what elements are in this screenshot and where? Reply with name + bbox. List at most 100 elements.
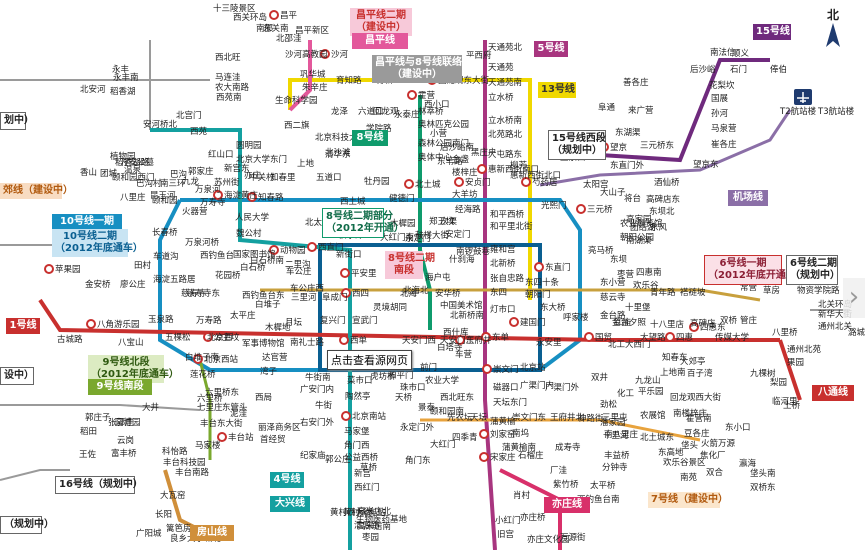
west-plan-bottom-label: （规划中） [0, 516, 54, 534]
station-label-s313: 学院路 [366, 123, 392, 134]
station-label-s243: 朝阳公园 [620, 233, 654, 243]
station-label-s247: 大山子 [600, 187, 626, 198]
west-plan-mid-label: 设中） [0, 367, 34, 385]
station-label-s256: 双合 [706, 467, 724, 478]
station-label-s096: 西单 [350, 335, 368, 346]
interchange-marker-s028 [404, 179, 414, 189]
station-label-s206: 右安门外 [300, 417, 335, 428]
station-label-s329: 次渠 [440, 216, 458, 227]
station-label-s139: 稻香湖路 [115, 157, 150, 168]
line7-label: 7号线（建设中） [648, 492, 728, 508]
station-label-s105: 中关村 [249, 172, 275, 183]
station-label-s287: 酒仙桥 [654, 177, 680, 188]
station-label-s035: 东直门 [545, 262, 571, 273]
station-label-s381: 新宫东 [224, 163, 250, 174]
station-label-s192: 莲花桥 [190, 369, 216, 380]
station-label-s359: 东小口 [725, 422, 751, 433]
station-label-s148: 车公庄 [286, 266, 312, 277]
compass: 北 [824, 6, 842, 53]
station-label-s031: 芍药居 [532, 177, 558, 188]
interchange-marker-s023 [247, 192, 257, 202]
interchange-marker-s059 [481, 332, 491, 342]
station-label-s016: 回龙观东大街 [438, 75, 490, 86]
station-label-s170: 天桥 [395, 392, 413, 403]
station-label-s207: 景泰 [418, 402, 436, 413]
interchange-marker-s015 [407, 90, 417, 100]
station-label-s132: 知春里 [270, 172, 296, 183]
interchange-marker-s035 [534, 262, 544, 272]
line4-track [150, 128, 352, 550]
line8-track [418, 95, 432, 330]
station-label-s147: 团城 [100, 169, 118, 179]
line9-north-label: 9号线北段（2012年底通车） [88, 355, 179, 383]
station-label-s131: 苏州街 [214, 177, 240, 188]
station-label-s370: 天坛 [470, 412, 488, 423]
station-label-s230: 十里堡 [625, 302, 651, 313]
station-label-s368: 王府井北 [550, 412, 585, 423]
station-label-s360: 霍营南 [686, 413, 712, 424]
station-label-s288: 高碑店东 [646, 194, 680, 205]
station-label-s113: 平安里 [351, 268, 377, 279]
station-label-s311: 北京科技大学 [315, 132, 367, 143]
station-label-s268: 亦庄文化园 [527, 534, 570, 545]
line1-track [38, 298, 780, 342]
interchange-marker-s111 [307, 242, 317, 252]
station-label-s302: 园博园 [115, 417, 141, 428]
interchange-marker-s009 [320, 49, 330, 59]
station-label-s199: 七里庄 [197, 402, 223, 413]
station-label-s371: 先农坛 [447, 412, 473, 423]
station-label-s130: 巴沟 [170, 169, 187, 180]
station-label-s254: 化工 [617, 388, 635, 399]
station-label-s164: 什刹海 [449, 254, 475, 265]
station-label-s005: 北邵洼 [276, 33, 302, 44]
next-arrow-icon[interactable]: › [843, 278, 865, 318]
station-label-s049: 北苑路北 [488, 129, 523, 140]
station-label-s262: 九龙山 [635, 375, 661, 386]
station-label-s055: 北新桥 [490, 258, 516, 269]
station-label-s083: 土桥 [783, 400, 801, 411]
station-label-s001: 十三陵景区 [213, 3, 256, 14]
station-label-s168: 前门 [420, 362, 437, 373]
station-label-s239: 通州北关 [818, 321, 853, 332]
station-label-s166: 北海北 [403, 285, 429, 296]
station-label-s318: 林萃桥 [418, 106, 444, 117]
station-label-s046: 天通苑南 [488, 77, 522, 88]
station-label-s102: 西苑 [190, 126, 208, 137]
station-label-s015: 霍营 [418, 90, 435, 101]
station-label-s097: 天安门西 [402, 335, 436, 346]
station-label-s183: 大红门 [430, 439, 456, 450]
station-label-s348: 西钓鱼台南 [577, 494, 620, 505]
station-label-s145: 万安公墓 [120, 157, 155, 168]
station-label-s122: 公益西桥 [344, 452, 379, 463]
daxing-label: 大兴线 [270, 496, 310, 512]
station-label-s317: 森林公园南门 [418, 138, 469, 149]
station-label-s257: 垡头 [681, 440, 699, 451]
station-label-s205: 牛街 [315, 400, 333, 411]
station-label-s089: 五棵松 [165, 332, 191, 343]
station-label-s203: 达官营 [262, 352, 288, 363]
station-label-s193: 白堆子南 [185, 352, 219, 363]
station-label-s167: 中国美术馆 [440, 300, 483, 311]
station-label-s293: 十八里店 [650, 319, 685, 330]
station-label-s118: 陶然亭 [345, 391, 371, 402]
station-label-s150: 白石桥南 [250, 255, 284, 266]
station-label-s073: 高碑店 [690, 318, 716, 329]
interchange-marker-s099 [455, 335, 465, 345]
station-label-s165: 南锣鼓巷 [456, 246, 491, 257]
station-label-s195: 丰台科技园 [163, 457, 206, 468]
changping-link-label: 昌平线与8号线联络线（建设中） [372, 55, 472, 83]
interchange-marker-s201 [193, 354, 203, 364]
station-label-s050: 大屯路东 [488, 149, 522, 160]
station-label-s347: 紫竹桥 [553, 479, 579, 490]
station-label-s116: 宣武门 [352, 315, 378, 326]
station-label-s212: 稻香湖 [110, 86, 136, 97]
line16-label: 16号线（规划中） [55, 476, 143, 494]
station-label-s068: 永安里 [536, 337, 562, 348]
station-label-s022: 五道口 [316, 172, 342, 183]
station-label-s218: 西苑南 [216, 92, 242, 103]
station-label-s121: 角门西 [344, 440, 370, 451]
view-source-link[interactable]: 点击查看源网页 [327, 350, 412, 370]
station-label-s352: 南苑 [680, 472, 698, 483]
station-label-s162: 鼓楼大街 [415, 230, 450, 241]
